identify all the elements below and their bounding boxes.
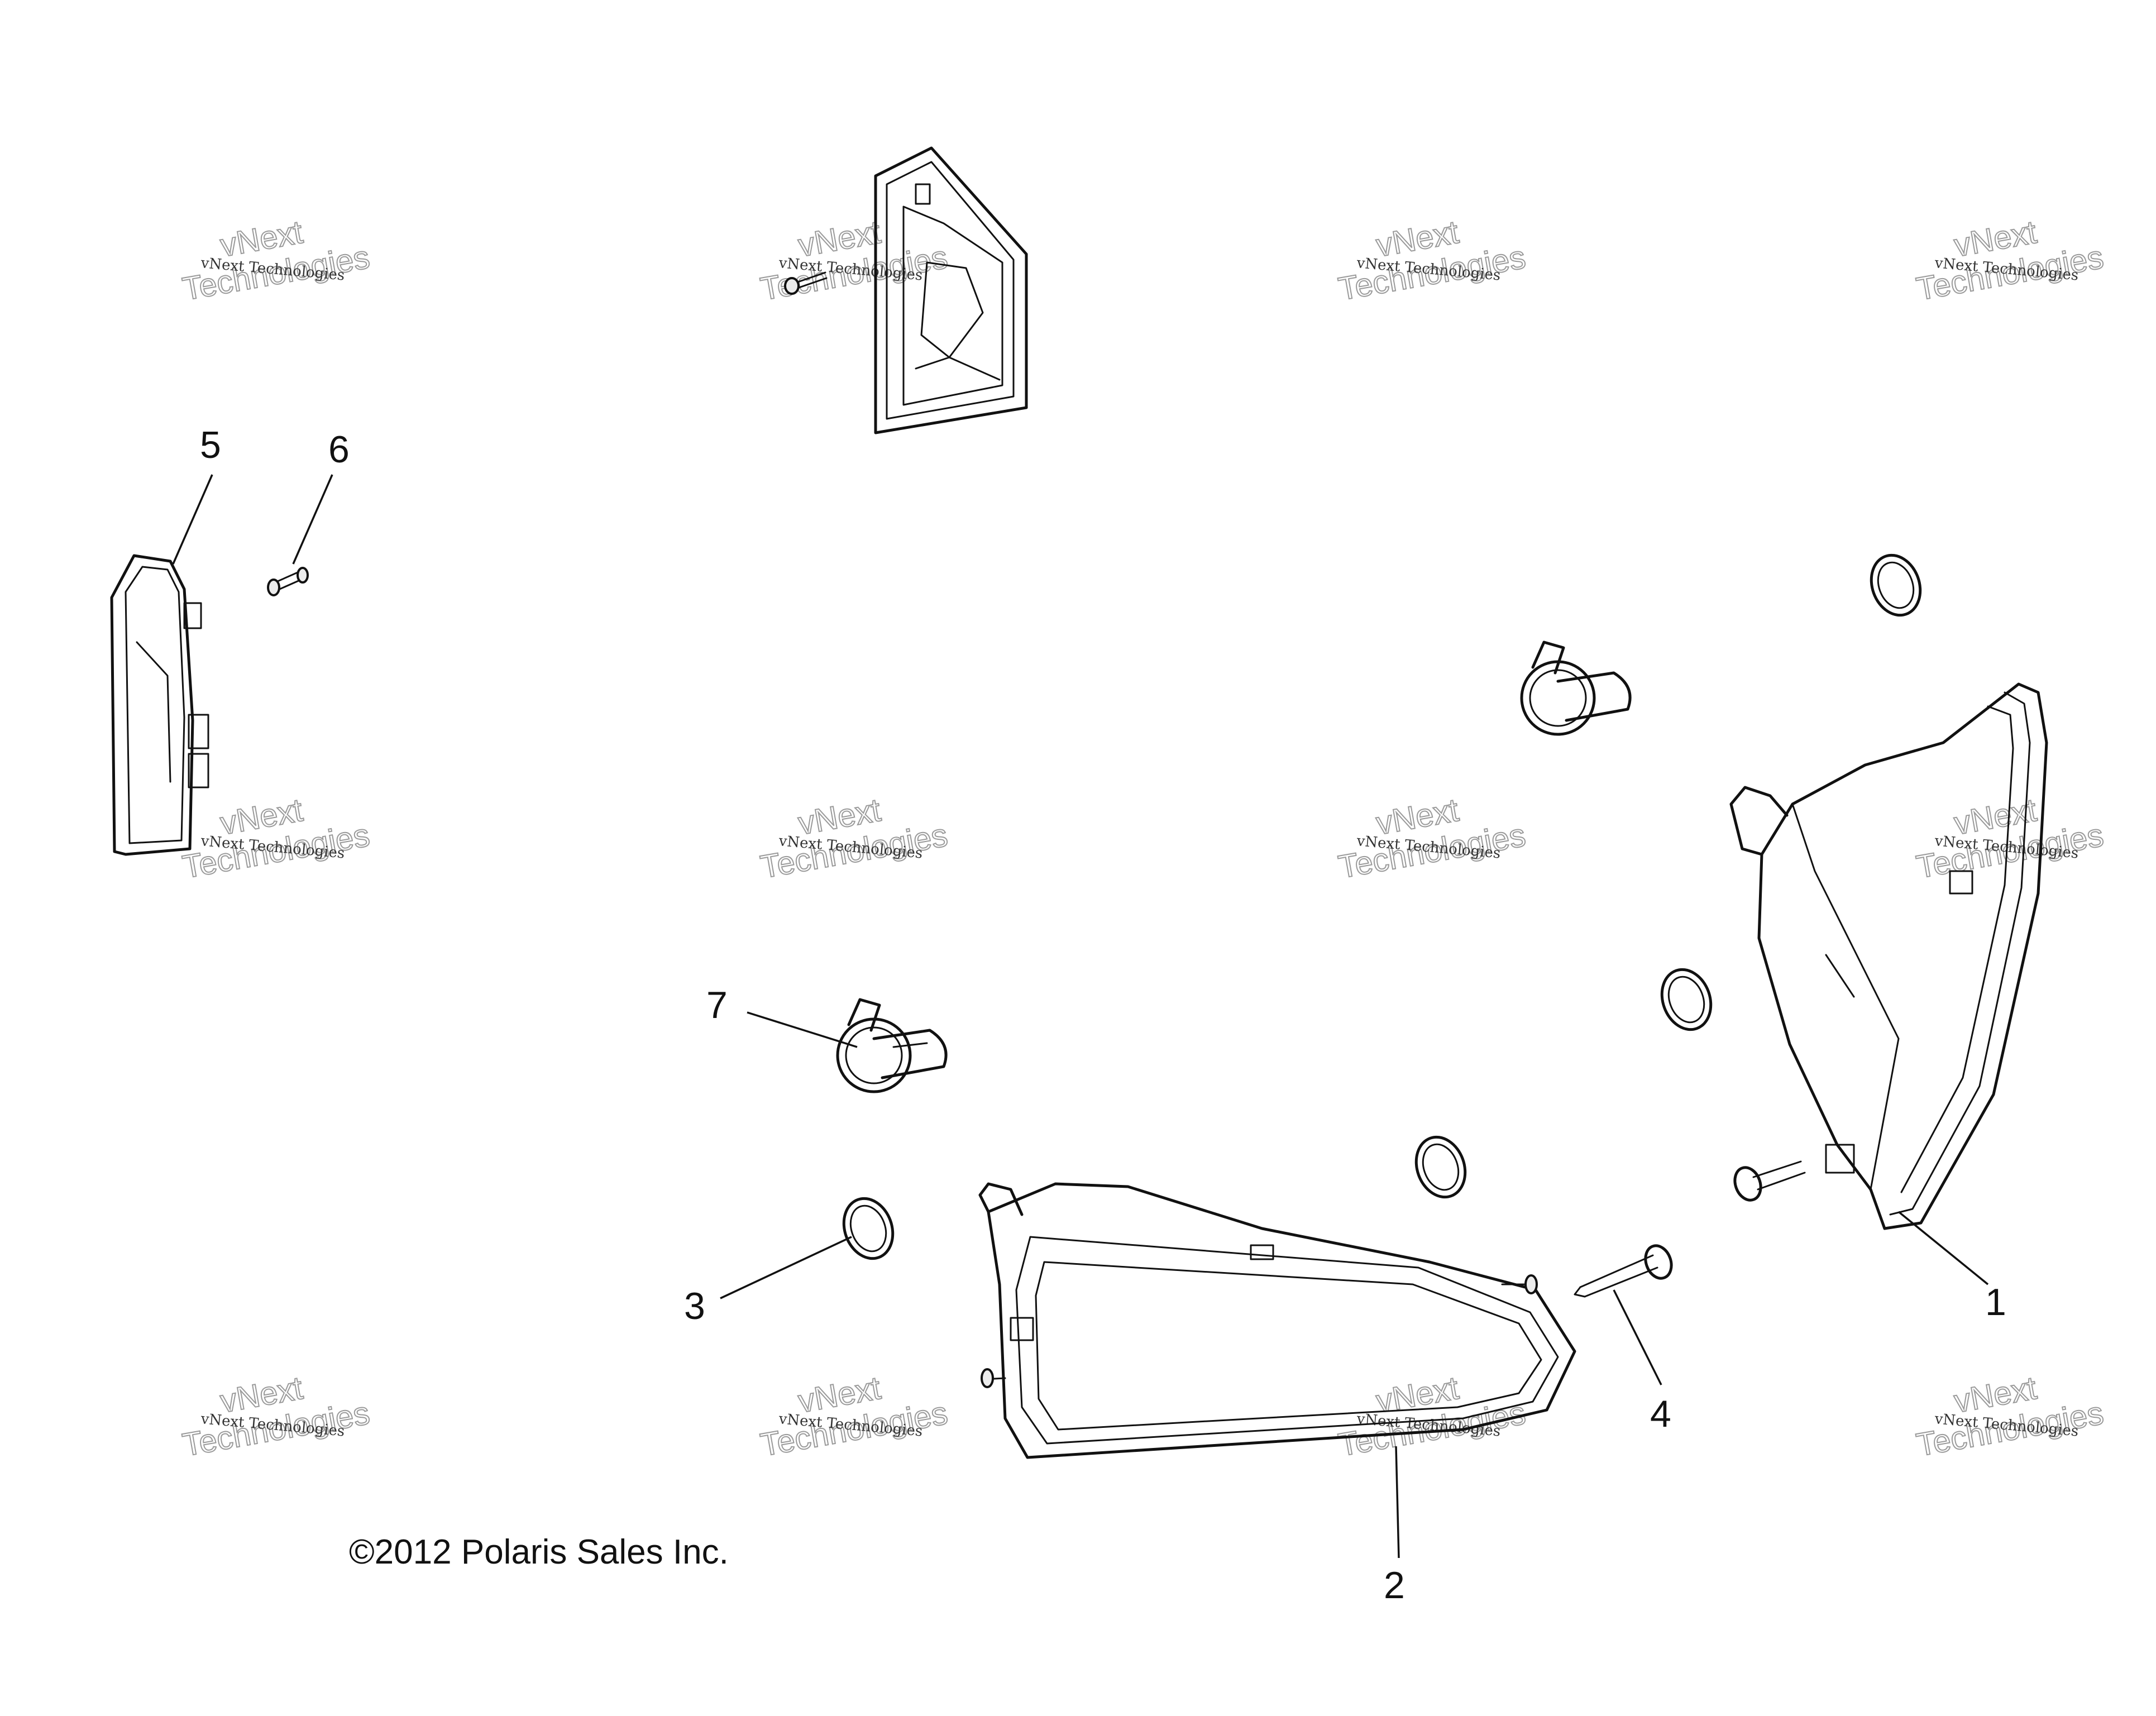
callout-1: 1 <box>1897 1211 2006 1323</box>
callout-number: 1 <box>1985 1281 2006 1323</box>
watermark: Technologies vNext vNext Technologies <box>757 1369 951 1464</box>
watermark: Technologies vNext vNext Technologies <box>1335 1369 1529 1464</box>
housing-screw <box>784 271 828 295</box>
headlight-bulb <box>836 998 948 1093</box>
copyright-notice: ©2012 Polaris Sales Inc. <box>349 1533 729 1571</box>
watermark: Technologies vNext vNext Technologies <box>179 213 373 308</box>
mounting-bracket <box>110 554 209 856</box>
watermark: Technologies vNext vNext Technologies <box>1335 213 1529 308</box>
callout-2: 2 <box>1384 1446 1405 1607</box>
callout-3: 3 <box>684 1236 852 1327</box>
seal-ring <box>1414 1135 1467 1199</box>
callout-5: 5 <box>172 424 221 565</box>
mounting-screw <box>1574 1244 1673 1298</box>
watermark: Technologies vNext vNext Technologies <box>1335 791 1529 886</box>
watermark: Technologies vNext vNext Technologies <box>179 1369 373 1464</box>
watermark: Technologies vNext vNext Technologies <box>179 791 373 886</box>
callout-number: 2 <box>1384 1564 1405 1607</box>
headlight-bulb-upper <box>1520 640 1632 736</box>
seal-ring <box>1870 553 1922 617</box>
watermark-grid: Technologies vNext vNext Technologies Te… <box>179 213 2107 1464</box>
headlight-assembly-left <box>978 1182 1576 1459</box>
bracket-screw <box>267 567 309 596</box>
watermark: Technologies vNext vNext Technologies <box>1913 1369 2107 1464</box>
watermark: Technologies vNext vNext Technologies <box>757 213 951 308</box>
callout-number: 6 <box>328 428 350 471</box>
mounting-housing <box>784 146 1028 434</box>
watermark: Technologies vNext vNext Technologies <box>757 791 951 886</box>
bulb-seal-ring <box>842 1197 895 1260</box>
headlight-screw <box>1733 1160 1806 1202</box>
watermark: Technologies vNext vNext Technologies <box>1913 213 2107 308</box>
seal-ring <box>1660 968 1713 1031</box>
callout-number: 5 <box>200 424 221 466</box>
callout-4: 4 <box>1613 1289 1671 1435</box>
callout-7: 7 <box>706 984 858 1048</box>
callout-6: 6 <box>292 428 350 565</box>
headlight-assembly-right <box>1729 682 2048 1230</box>
callout-number: 7 <box>706 984 728 1026</box>
callout-number: 3 <box>684 1285 705 1327</box>
callout-number: 4 <box>1650 1393 1671 1435</box>
